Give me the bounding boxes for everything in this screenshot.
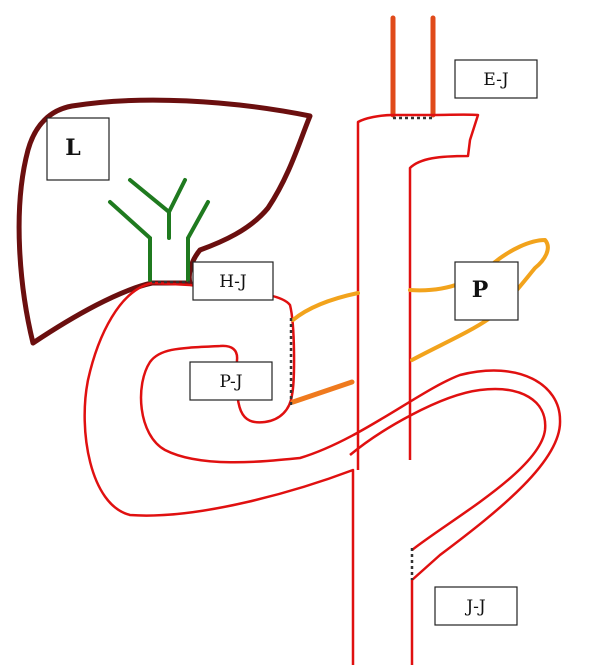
label-jejunojejunostomy: J-J [435, 587, 517, 625]
label-pancreas-text: P [472, 277, 489, 303]
label-pancreaticojejunostomy: P-J [190, 362, 272, 400]
pancreatic-duct [293, 382, 352, 402]
label-esophagojejunostomy: E-J [455, 60, 537, 98]
label-hepaticojejunostomy: H-J [193, 262, 273, 300]
label-pancreas: P [455, 262, 518, 320]
label-liver-text: L [65, 135, 80, 161]
label-liver: L [47, 118, 109, 180]
esophagus [393, 18, 433, 115]
label-ej-text: E-J [483, 70, 508, 90]
label-hj-text: H-J [219, 272, 247, 292]
label-pj-text: P-J [219, 372, 242, 392]
anastomosis-lines [152, 118, 433, 580]
label-jj-text: J-J [464, 597, 486, 617]
